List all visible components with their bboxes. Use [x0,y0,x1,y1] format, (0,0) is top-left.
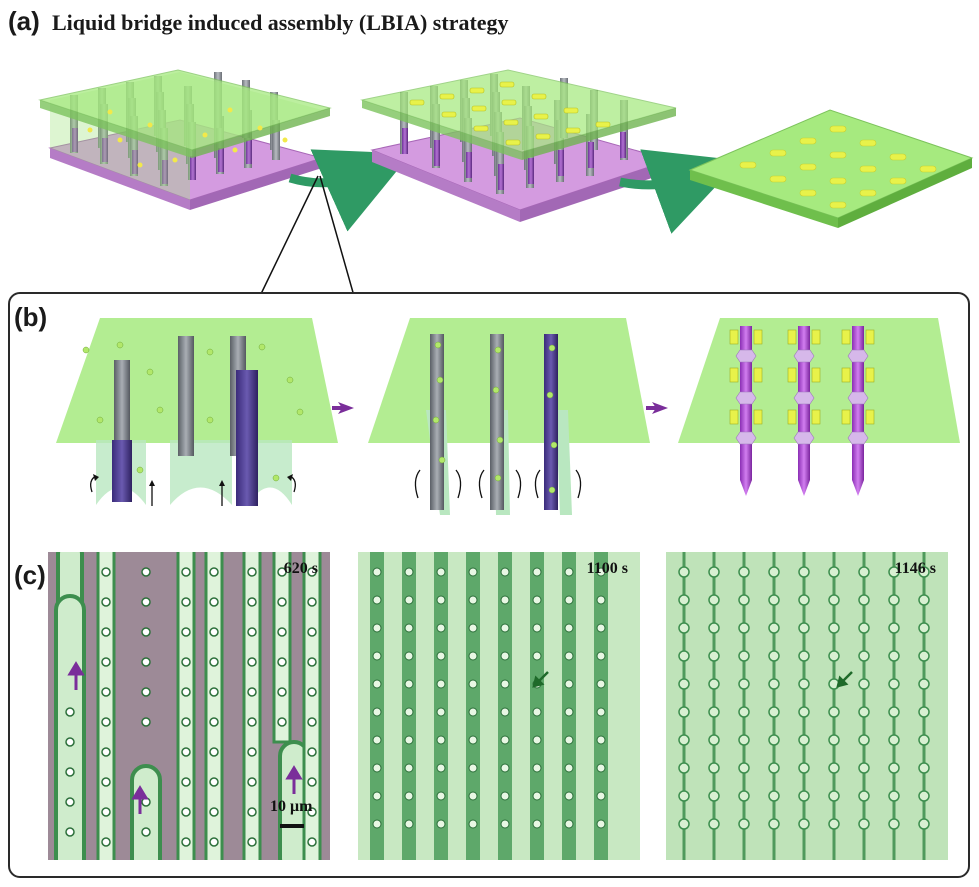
panel-c-label: (c) [14,560,46,590]
final-film [688,109,974,228]
b-step-3 [678,318,960,496]
b-step-1 [56,318,338,506]
panel-a-illustration [38,69,974,297]
time-stamp-1: 620 s [283,560,318,577]
time-stamp-2: 1100 s [586,560,628,577]
b-step-2 [368,318,650,515]
stack-1 [38,69,332,210]
time-stamp-3: 1146 s [894,560,936,577]
zoom-line-right [319,175,355,297]
nanoparticle-stripes [739,125,937,209]
micrograph-1146s: 1146 s [666,552,948,860]
green-arrow-1100s [532,671,549,688]
green-arrow-1146s [836,671,853,688]
nanoparticles-1 [87,107,288,168]
arrow-b2 [652,402,668,414]
stack-2 [360,69,677,222]
purple-arrows [67,661,303,814]
panel-b-illustration [56,318,960,515]
grown-pillars [740,326,864,496]
micrograph-620s: 620 s 10 μm [48,552,330,860]
panel-a-title: Liquid bridge induced assembly (LBIA) st… [52,10,509,35]
micrograph-1100s: 1100 s [358,552,640,860]
panel-a-label: (a) [8,6,40,36]
scale-bar [280,824,304,828]
panel-b-label: (b) [14,302,48,332]
scale-bar-label: 10 μm [270,798,313,815]
zoom-line-left [259,175,319,297]
arrow-a1 [288,149,412,232]
